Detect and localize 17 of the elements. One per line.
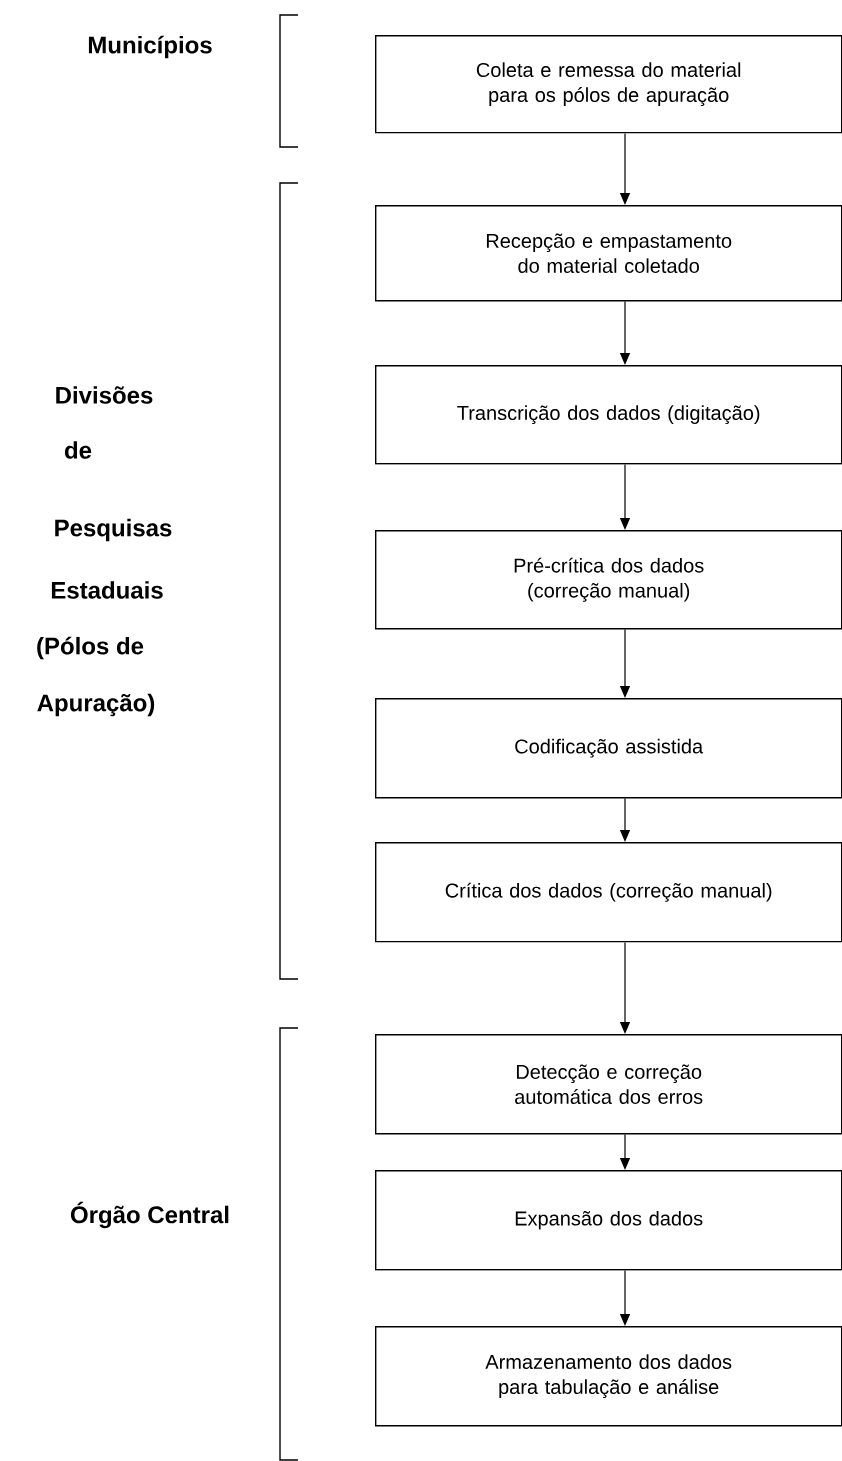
group-label: Pesquisas xyxy=(55,518,172,542)
process-box: Detecção e correção automática dos erros xyxy=(375,1034,842,1135)
group-label: Divisões xyxy=(56,386,153,404)
process-box: Crítica dos dados (correção manual) xyxy=(375,842,842,943)
group-label: Apuração) xyxy=(37,693,155,717)
process-box: Recepção e empastamento do material coletado xyxy=(375,205,842,302)
process-box: Armazenamento dos dados para tabulação e análise xyxy=(375,1326,842,1427)
group-label: Órgão Central xyxy=(70,1201,229,1229)
group-label: (Pólos de xyxy=(37,636,144,660)
process-box: Pré-crítica dos dados (correção manual) xyxy=(375,530,842,630)
group-label: Estaduais xyxy=(51,581,163,599)
process-box: Expansão dos dados xyxy=(375,1170,842,1271)
process-box: Transcrição dos dados (digitação) xyxy=(375,365,842,465)
process-box: Coleta e remessa do material para os pólos de apuração xyxy=(375,35,842,134)
group-label: Municípios xyxy=(88,35,212,59)
group-label: de xyxy=(65,441,92,459)
process-box: Codificação assistida xyxy=(375,698,842,799)
